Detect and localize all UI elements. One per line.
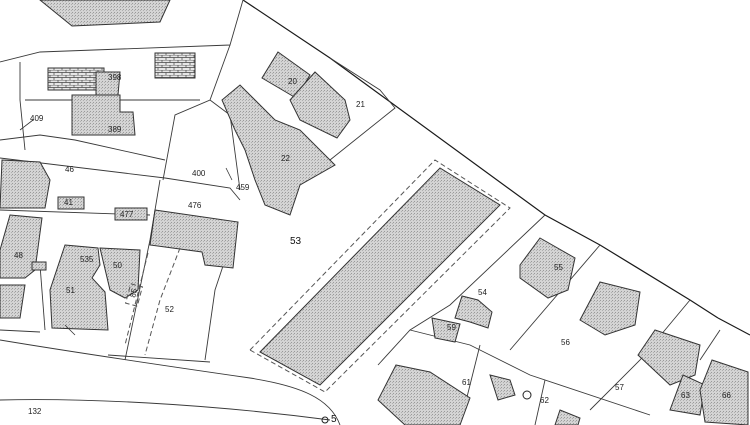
label-459: 459 (236, 183, 250, 192)
label-61: 61 (462, 378, 471, 387)
label-55: 55 (554, 263, 563, 272)
label-50: 50 (113, 261, 122, 270)
parcel-line (0, 157, 241, 201)
label-535: 535 (80, 255, 94, 264)
parcel-line (589, 299, 691, 411)
building-477 (114, 207, 148, 221)
parcel-line (0, 329, 41, 333)
building-60 (377, 364, 471, 425)
building-61b (489, 374, 516, 401)
parcel-line (107, 354, 211, 363)
parcel-line (124, 179, 161, 361)
parcel-line (377, 214, 546, 366)
parcel-line (19, 62, 26, 151)
label-56: 56 (561, 338, 570, 347)
building-59 (431, 317, 461, 343)
label-22: 22 (281, 154, 290, 163)
building-top-left (39, 0, 171, 27)
building-66 (699, 359, 749, 425)
label-54: 54 (478, 288, 487, 297)
building-57 (637, 329, 701, 386)
dashed-line (144, 247, 181, 356)
building-62b (554, 409, 581, 425)
survey-point (522, 390, 532, 400)
building-53 (259, 167, 501, 386)
label-5: 5 (331, 414, 337, 425)
building-41 (57, 196, 85, 210)
parcel-line (534, 379, 546, 425)
label-132: 132 (28, 407, 42, 416)
tick-mark (225, 167, 233, 181)
label-409: 409 (30, 114, 44, 123)
parcel-line (0, 0, 244, 63)
building-476 (149, 209, 239, 269)
label-389: 389 (108, 125, 122, 134)
label-21: 21 (356, 100, 365, 109)
label-66: 66 (722, 391, 731, 400)
building-21 (289, 71, 351, 139)
parcel-line (39, 264, 46, 331)
road-curve (0, 339, 341, 425)
label-52: 52 (165, 305, 174, 314)
label-477: 477 (120, 210, 134, 219)
label-46: 46 (65, 165, 74, 174)
building-55 (519, 237, 576, 299)
label-41: 41 (64, 198, 73, 207)
label-59: 59 (447, 323, 456, 332)
building-50 (99, 247, 141, 299)
label-51: 51 (66, 286, 75, 295)
outer-boundary (242, 0, 719, 319)
label-85: 85 (128, 287, 139, 298)
building-54 (454, 295, 493, 329)
building-48b (0, 284, 26, 319)
label-398: 398 (108, 73, 122, 82)
road-curve-inner (0, 399, 331, 421)
building-51 (49, 244, 109, 331)
label-48: 48 (14, 251, 23, 260)
parcel-line (204, 259, 226, 361)
label-400: 400 (192, 169, 206, 178)
tick-mark (19, 119, 34, 131)
survey-point (321, 416, 329, 424)
building-63 (669, 374, 706, 416)
building-small-1 (31, 261, 47, 271)
parcel-line (0, 134, 166, 161)
label-63: 63 (681, 391, 690, 400)
parcel-line (699, 329, 721, 361)
label-20: 20 (288, 77, 297, 86)
building-56 (579, 281, 641, 336)
label-62: 62 (540, 396, 549, 405)
label-57: 57 (615, 383, 624, 392)
parcel-line (162, 44, 231, 181)
label-53: 53 (290, 236, 302, 247)
building-brick-2 (154, 52, 196, 79)
boundary-end (717, 317, 750, 336)
building-389 (71, 94, 136, 136)
building-46 (0, 159, 51, 209)
building-53-outline (249, 159, 511, 393)
tick-mark (64, 324, 76, 336)
building-22 (221, 84, 336, 216)
parcel-line (509, 244, 601, 351)
label-476: 476 (188, 201, 202, 210)
